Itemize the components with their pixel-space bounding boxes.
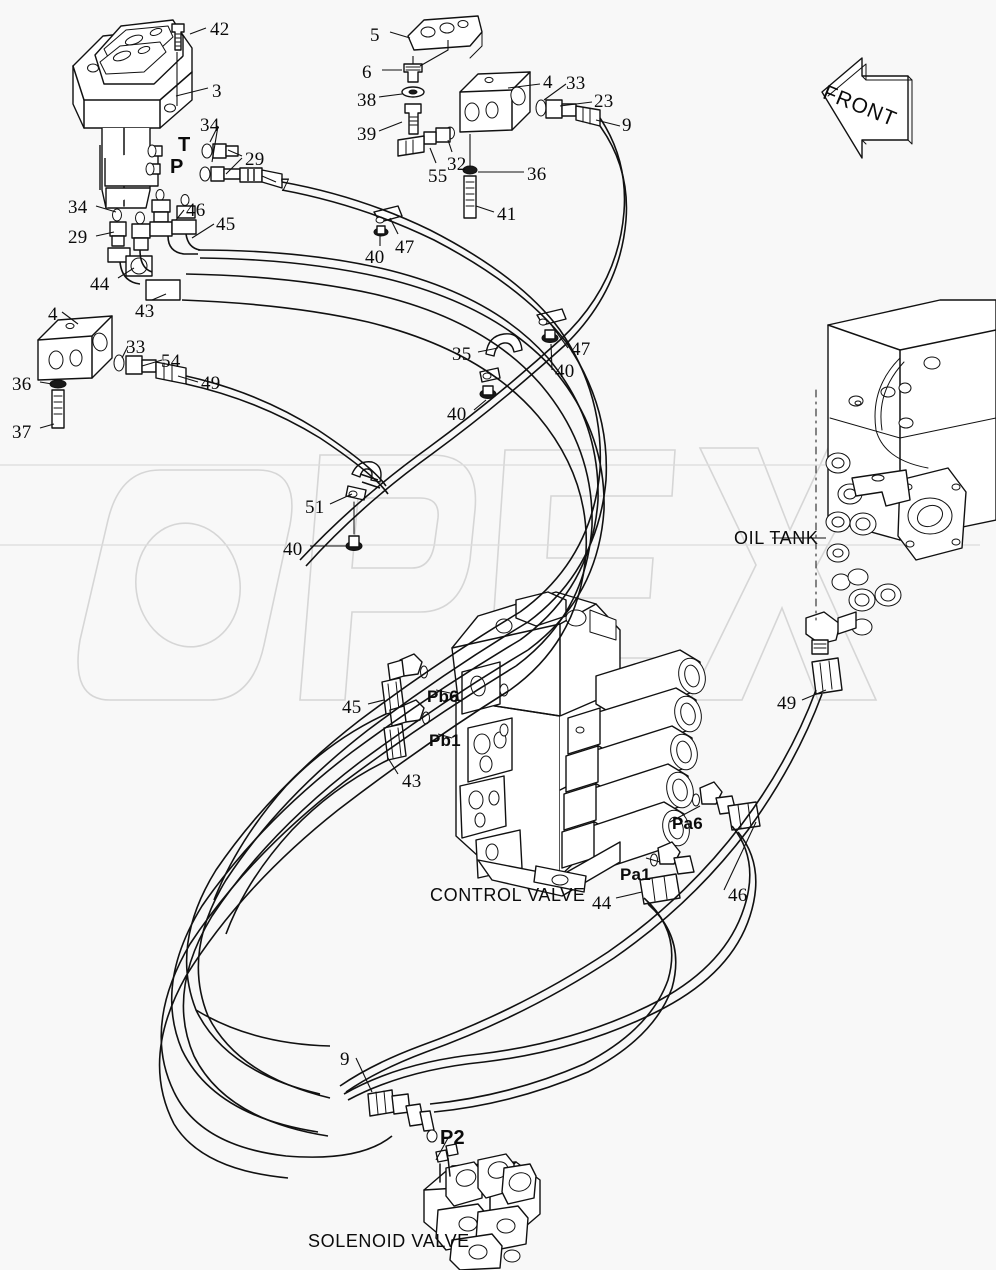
callout-9b: 9 (340, 1049, 350, 1070)
callout-9a: 9 (622, 115, 632, 136)
callout-43: 43 (135, 301, 155, 322)
pilot-joystick-valve (72, 19, 193, 209)
callout-4b: 4 (48, 304, 58, 325)
caption-oil-tank: OIL TANK (734, 528, 819, 548)
callout-33a: 33 (566, 73, 586, 94)
port-label-pa6: Pa6 (672, 814, 703, 833)
callout-5: 5 (370, 25, 380, 46)
callout-37: 37 (12, 422, 32, 443)
callout-46: 46 (186, 200, 206, 221)
callout-34b: 34 (68, 197, 88, 218)
hose-clamp-47-mid (536, 308, 567, 343)
callout-40b: 40 (555, 361, 575, 382)
caption-solenoid-valve: SOLENOID VALVE (308, 1231, 470, 1251)
callout-46b: 46 (728, 885, 748, 906)
callout-36b: 36 (12, 374, 32, 395)
callout-42: 42 (210, 19, 230, 40)
callout-35: 35 (452, 344, 472, 365)
callout-40d: 40 (283, 539, 303, 560)
callout-43b: 43 (402, 771, 422, 792)
port-label-t: T (178, 134, 191, 156)
callout-4a: 4 (543, 72, 553, 93)
callout-23: 23 (594, 91, 614, 112)
control-valve (451, 591, 706, 897)
callout-45b: 45 (342, 697, 362, 718)
callout-51: 51 (305, 497, 325, 518)
callout-29b: 29 (68, 227, 88, 248)
callout-45: 45 (216, 214, 236, 235)
manifold-block-top (397, 71, 601, 219)
callout-47b: 47 (571, 339, 591, 360)
callout-54: 54 (161, 351, 181, 372)
callout-39: 39 (357, 124, 377, 145)
callout-55: 55 (428, 166, 448, 187)
bracket-plate-assembly (401, 15, 483, 135)
callout-49a: 49 (201, 373, 221, 394)
callout-34a: 34 (200, 115, 220, 136)
pilot-fittings-cluster (107, 143, 283, 301)
callout-47a: 47 (395, 237, 415, 258)
callout-38: 38 (357, 90, 377, 111)
hose-routing-bundle (158, 117, 823, 1179)
callout-33b: 33 (126, 337, 146, 358)
hose-clamp-35 (479, 333, 523, 399)
hose-clamp-47-top (373, 205, 403, 237)
callout-29a: 29 (245, 149, 265, 170)
callout-40c: 40 (447, 404, 467, 425)
manifold-block-left (37, 315, 187, 429)
callout-41: 41 (497, 204, 517, 225)
leader-lines (39, 27, 827, 1161)
port-label-p2: P2 (440, 1127, 465, 1149)
oil-tank (805, 299, 996, 695)
port-label-p: P (170, 156, 184, 178)
port-label-pb1: Pb1 (429, 731, 461, 750)
callout-36a: 36 (527, 164, 547, 185)
callout-7: 7 (280, 175, 290, 196)
callout-49b: 49 (777, 693, 797, 714)
solenoid-valve (367, 1089, 541, 1270)
caption-control-valve: CONTROL VALVE (430, 885, 586, 905)
callout-32: 32 (447, 154, 467, 175)
front-direction-arrow (821, 57, 913, 159)
callout-44b: 44 (592, 893, 612, 914)
port-label-pb6: Pb6 (427, 687, 459, 706)
callout-40a: 40 (365, 247, 385, 268)
callout-6: 6 (362, 62, 372, 83)
port-label-pa1: Pa1 (620, 865, 651, 884)
callout-3: 3 (212, 81, 222, 102)
callout-44: 44 (90, 274, 110, 295)
